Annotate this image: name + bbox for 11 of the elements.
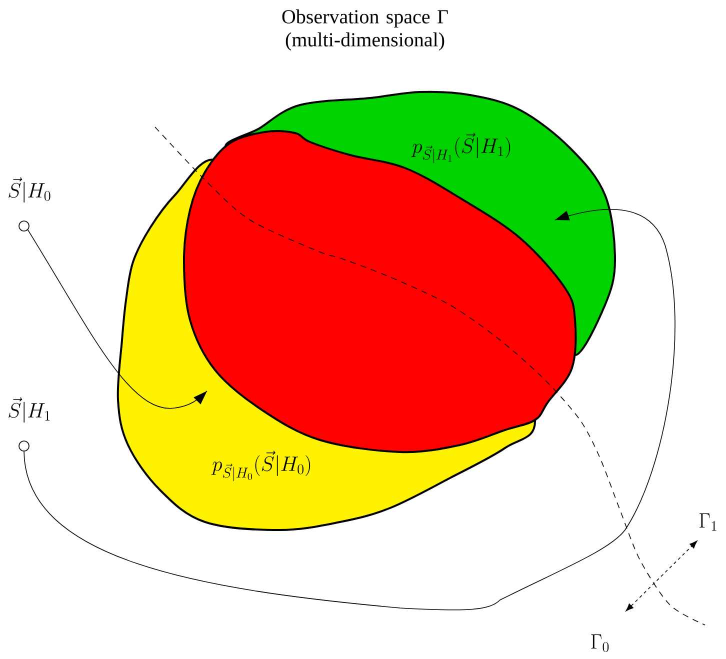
title: Observation space Γ (multi-dimensional) bbox=[282, 9, 448, 51]
region-label: $\Gamma_1$ bbox=[700, 513, 716, 531]
observation-label: $\vec{S}|H_1$ bbox=[8, 397, 50, 423]
observation-label: $\vec{S}|H_0$ bbox=[8, 177, 50, 203]
start-circle bbox=[18, 440, 30, 452]
start-circle bbox=[18, 220, 30, 232]
arrow bbox=[24, 208, 676, 610]
density-label: $p_{\vec{S}|H_0}(\vec{S}|H_0)$ bbox=[211, 450, 310, 482]
density-label: $p_{\vec{S}|H_1}(\vec{S}|H_1)$ bbox=[411, 132, 510, 164]
arrow bbox=[27, 229, 208, 408]
region-label: $\Gamma_0$ bbox=[591, 634, 609, 652]
